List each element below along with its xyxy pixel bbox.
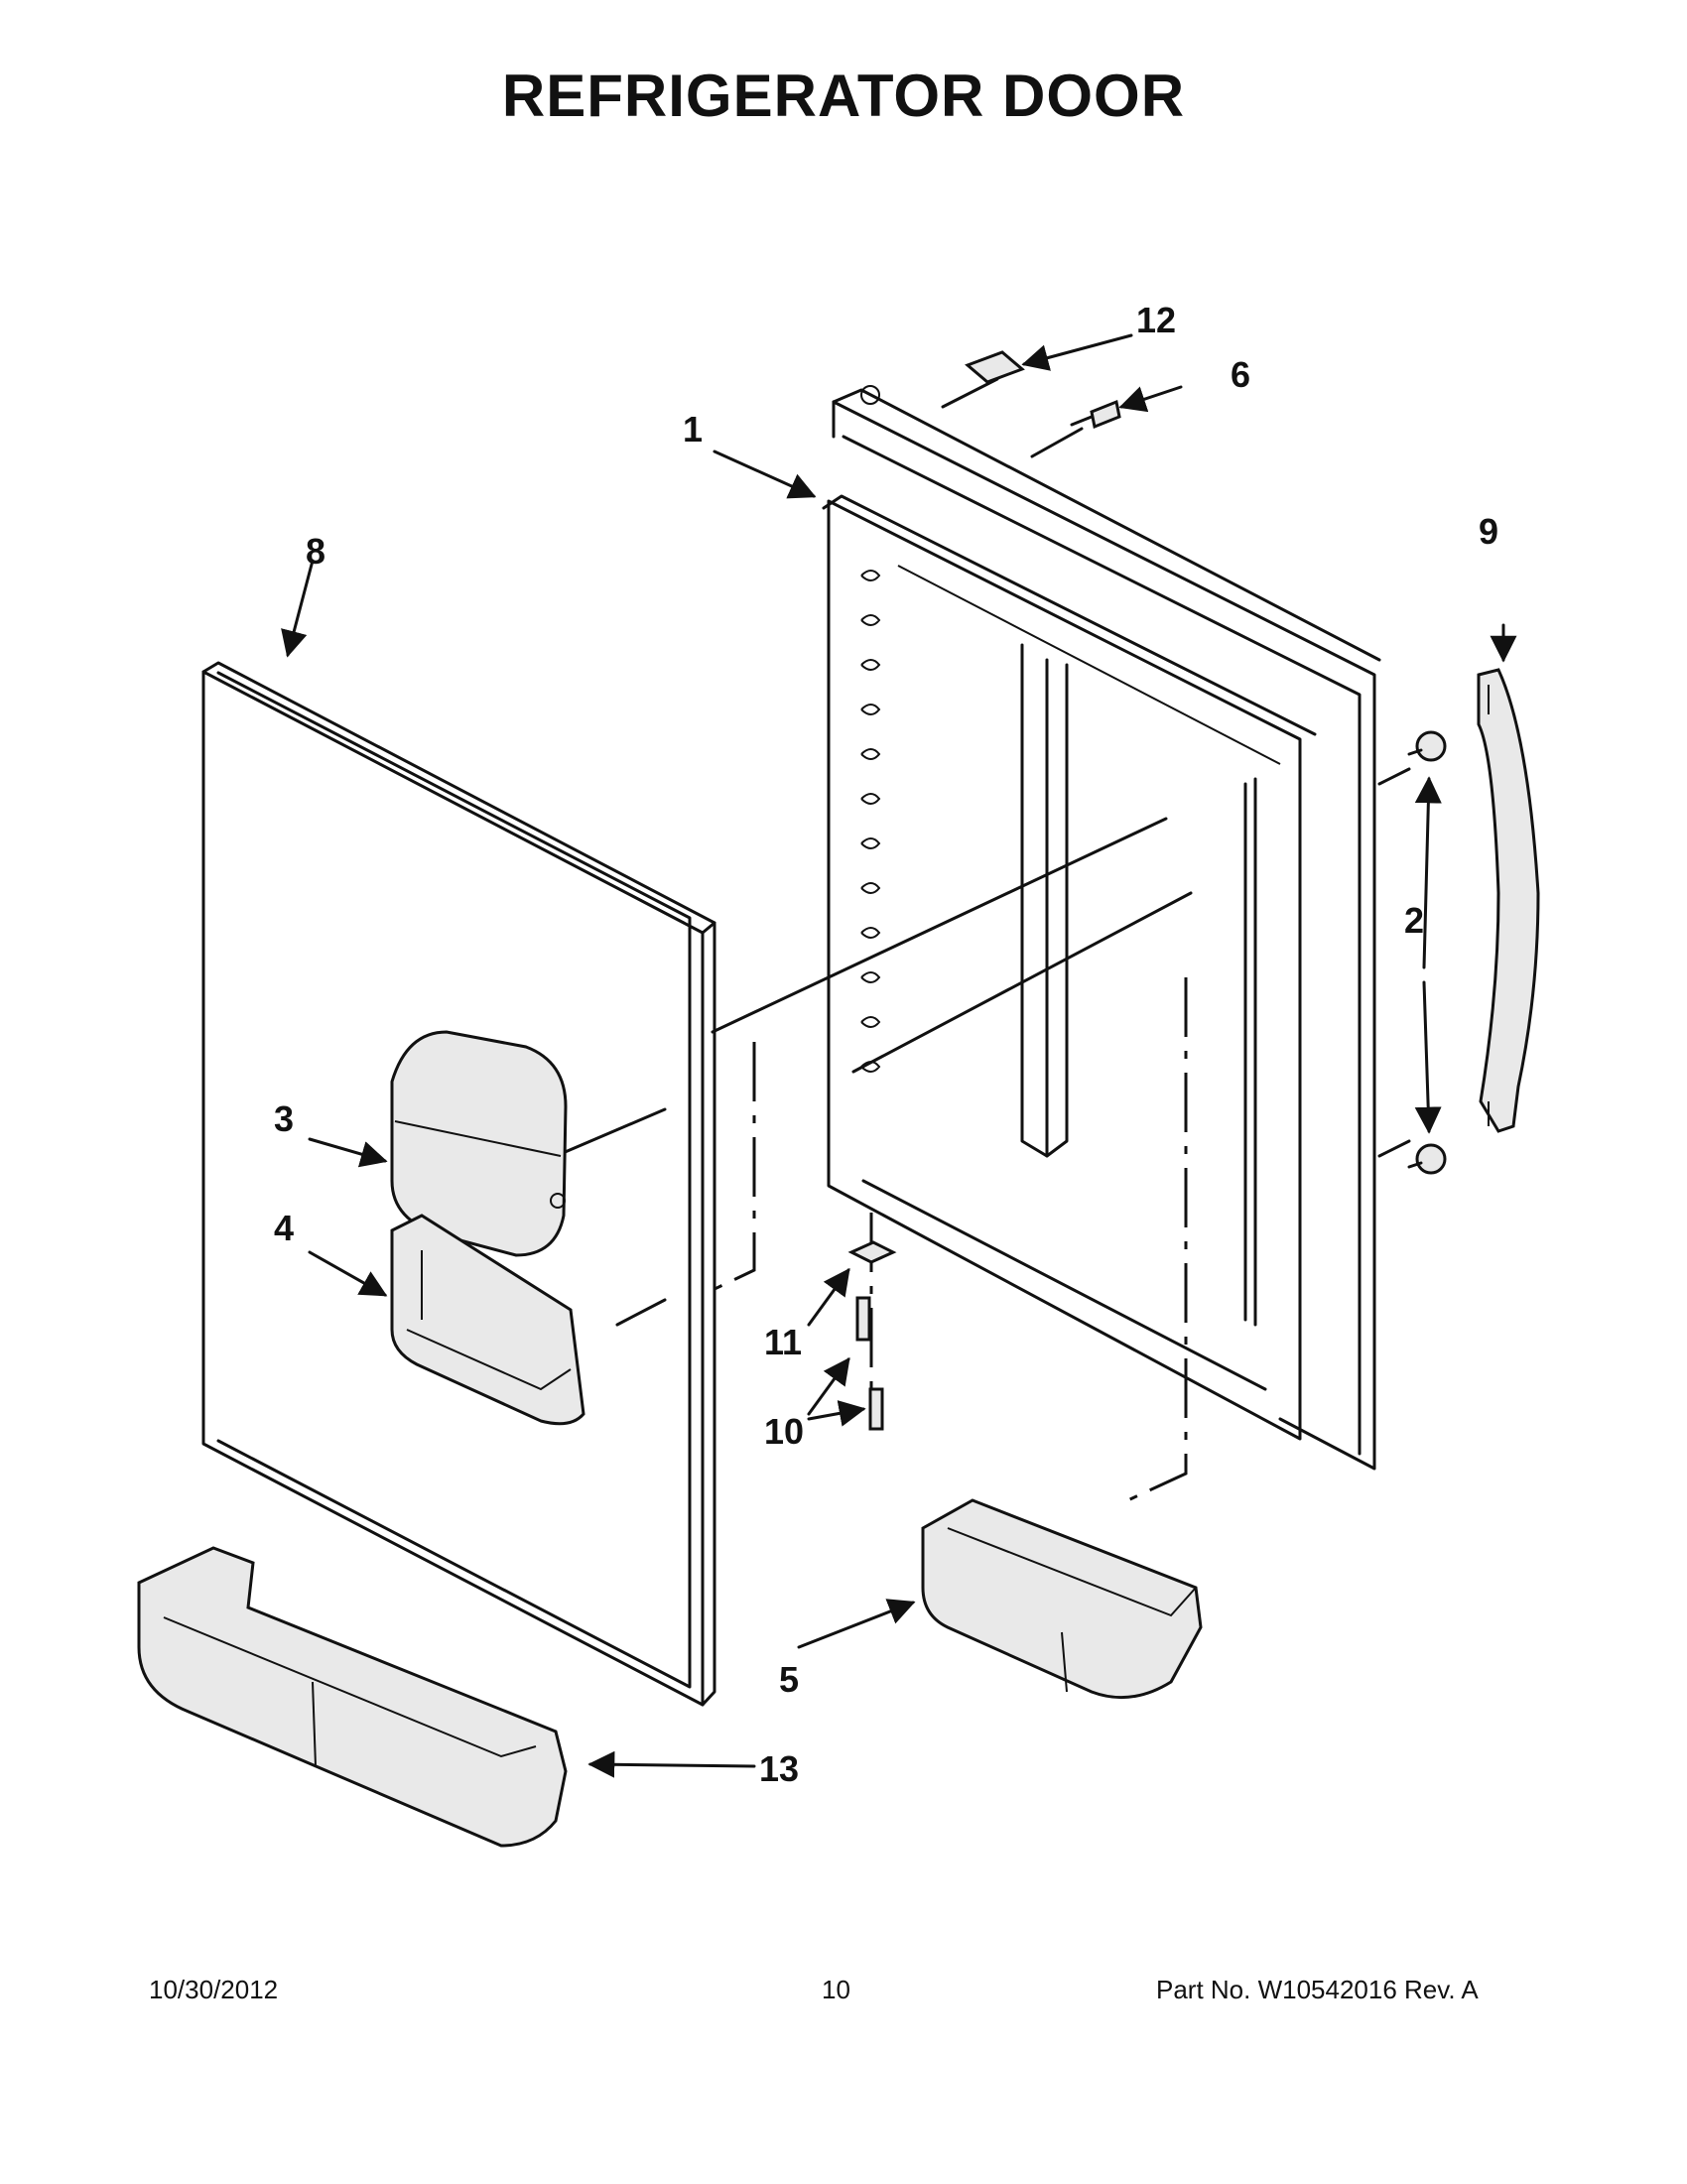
callout-arrows — [281, 333, 1517, 1778]
bracket-and-screws — [847, 1240, 897, 1431]
callout-13: 13 — [759, 1748, 799, 1789]
footer-part-number: Part No. W10542016 Rev. A — [1156, 1975, 1479, 2004]
footer-date: 10/30/2012 — [149, 1975, 279, 2004]
door-bin — [921, 1498, 1203, 1700]
callout-11: 11 — [764, 1322, 802, 1362]
callout-3: 3 — [274, 1098, 294, 1139]
callout-6: 6 — [1231, 354, 1250, 395]
shelf-slot-notches — [860, 570, 881, 1073]
page-title: REFRIGERATOR DOOR — [501, 63, 1186, 129]
footer-page-number: 10 — [822, 1975, 850, 2004]
callout-8: 8 — [306, 531, 325, 572]
dispenser-tray — [390, 1214, 585, 1426]
callout-2: 2 — [1404, 900, 1424, 941]
door-handle — [1477, 668, 1540, 1133]
handle-mount-screws — [1407, 730, 1447, 1175]
top-hinge-screw — [1070, 399, 1121, 430]
callout-4: 4 — [274, 1208, 294, 1248]
door-outer-panel — [201, 661, 716, 1707]
callout-1: 1 — [683, 409, 703, 450]
assembly-guide-lines — [554, 377, 1411, 1505]
callout-10: 10 — [764, 1411, 804, 1452]
door-liner-frame — [822, 385, 1381, 1471]
callout-12: 12 — [1136, 300, 1176, 340]
callout-5: 5 — [779, 1659, 799, 1700]
lower-door-bin — [137, 1546, 568, 1848]
hinge-cap — [965, 350, 1025, 384]
callout-9: 9 — [1479, 511, 1498, 552]
